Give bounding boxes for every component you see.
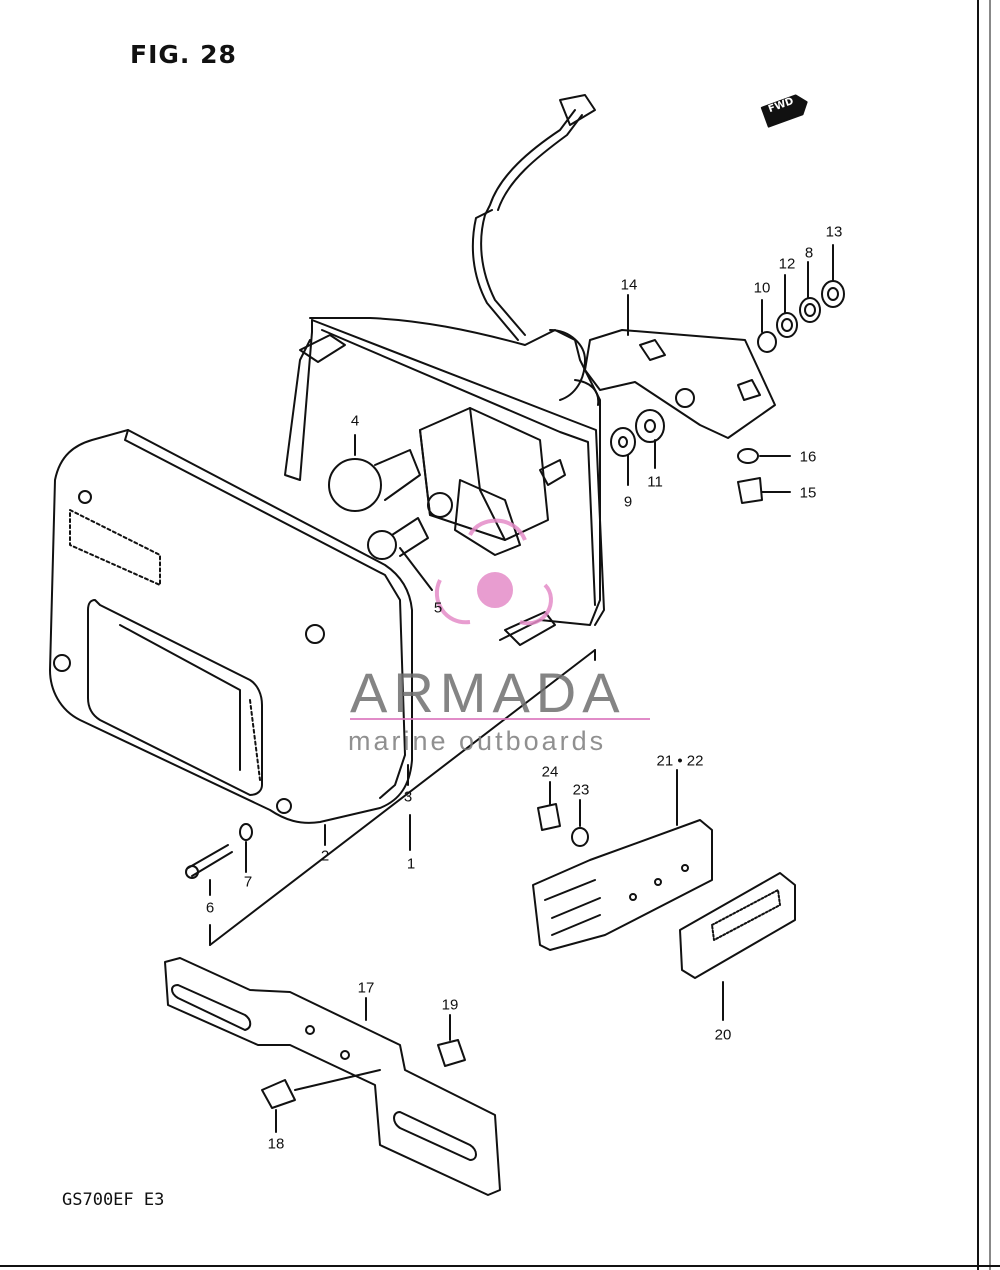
watermark-divider: [350, 718, 650, 720]
callout-8: 8: [804, 244, 814, 262]
plate-bracket-17: [164, 957, 501, 1196]
nut-16: [737, 448, 759, 464]
figure-title: FIG. 28: [130, 40, 237, 69]
nut-13: [821, 280, 845, 308]
washer-9: [610, 427, 636, 457]
watermark-tagline: marine outboards: [348, 726, 607, 756]
watermark-name: ARMADA: [350, 661, 626, 724]
mounting-bracket-14: [584, 329, 776, 439]
callout-21-22: 21 • 22: [656, 752, 704, 770]
washer-12: [776, 312, 798, 338]
callout-5: 5: [433, 599, 443, 617]
callout-1: 1: [406, 855, 416, 873]
callout-10: 10: [753, 279, 771, 297]
reflector-20: [679, 872, 796, 979]
wire-harness: [480, 109, 576, 336]
nut-24: [537, 803, 561, 831]
callout-16: 16: [799, 448, 817, 466]
callout-4: 4: [350, 412, 360, 430]
washer-7: [239, 823, 253, 841]
collar-10: [757, 331, 777, 353]
bolt-15: [737, 477, 763, 504]
callout-7: 7: [243, 873, 253, 891]
callout-9: 9: [623, 493, 633, 511]
bolt-18: [261, 1079, 296, 1109]
callout-14: 14: [620, 276, 638, 294]
callout-18: 18: [267, 1135, 285, 1153]
callout-24: 24: [541, 763, 559, 781]
bulb-4: [328, 458, 382, 512]
bulb-5: [367, 530, 397, 560]
nut-19: [437, 1039, 466, 1067]
callout-2: 2: [320, 847, 330, 865]
callout-12: 12: [778, 255, 796, 273]
callout-11: 11: [647, 473, 663, 491]
reflector-bracket-21-22: [532, 819, 713, 951]
callout-15: 15: [799, 484, 817, 502]
callout-19: 19: [441, 996, 459, 1014]
callout-6: 6: [205, 899, 215, 917]
callout-13: 13: [825, 223, 843, 241]
callout-23: 23: [572, 781, 590, 799]
callout-17: 17: [357, 979, 375, 997]
washer-11: [635, 409, 665, 443]
model-code: GS700EF E3: [62, 1190, 165, 1210]
washer-8: [799, 297, 821, 323]
lamp-lens: [49, 429, 413, 824]
callout-20: 20: [714, 1026, 732, 1044]
propeller-logo: [434, 518, 553, 626]
fwd-direction-tag: [760, 94, 808, 128]
callout-3: 3: [403, 788, 413, 806]
screw-6: [187, 844, 233, 877]
washer-23: [571, 827, 589, 847]
